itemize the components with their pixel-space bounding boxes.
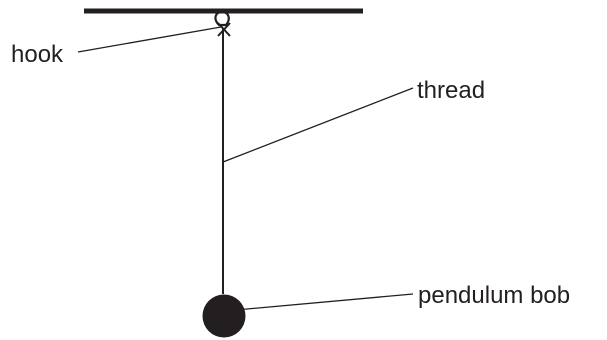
pendulum-bob-label: pendulum bob <box>418 282 570 309</box>
thread-leader-line <box>222 87 414 163</box>
thread-label: thread <box>417 77 485 104</box>
pendulum-bob <box>202 294 246 338</box>
hook-leader-line <box>77 26 222 53</box>
hook-label: hook <box>11 41 64 68</box>
bob-leader-line <box>235 293 414 311</box>
